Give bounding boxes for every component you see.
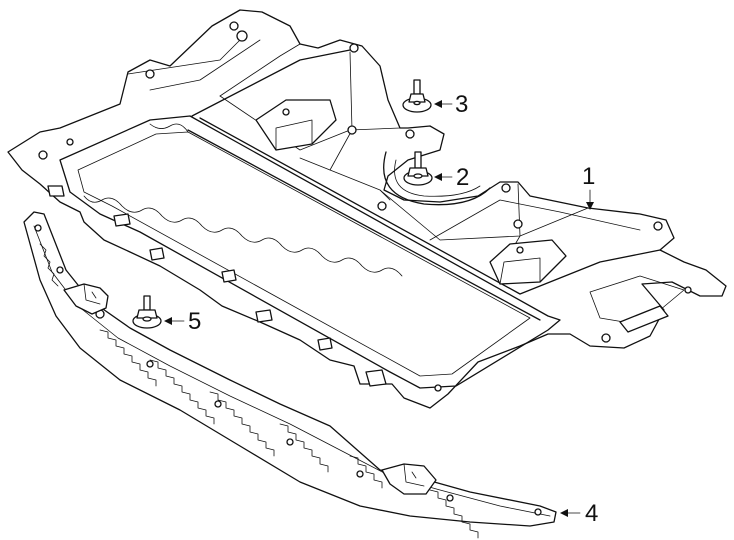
callout-arrowhead	[434, 100, 442, 108]
panel-inner-edge	[77, 131, 531, 377]
callout-arrowhead	[434, 173, 442, 181]
hole	[145, 69, 155, 79]
rib-cross-4	[379, 189, 589, 241]
hole	[501, 183, 511, 193]
deflector-holes	[34, 224, 542, 516]
retainer-hole	[413, 100, 421, 106]
callout-number: 5	[188, 308, 201, 335]
callout-arrowhead	[164, 317, 172, 325]
bolt-center	[142, 316, 152, 322]
tab	[221, 269, 237, 283]
hole	[56, 266, 64, 274]
tab	[317, 337, 333, 351]
callout-1: 1	[582, 163, 595, 210]
hole	[236, 30, 248, 42]
hole	[282, 108, 290, 116]
tab	[149, 247, 165, 261]
rib-long-3	[199, 117, 661, 295]
tab	[365, 369, 387, 387]
pad-lower-face	[499, 257, 541, 285]
rib-cross-2	[299, 51, 353, 171]
hole	[653, 221, 663, 231]
pad-upper-face	[275, 119, 313, 151]
hole	[356, 470, 364, 478]
hole	[214, 400, 222, 408]
rib-cross-6	[429, 199, 641, 241]
retainer-collar	[408, 93, 426, 103]
callout-4: 4	[560, 500, 598, 527]
hole	[146, 360, 154, 368]
hole	[534, 508, 542, 516]
hole	[349, 43, 359, 53]
panel-wave-edge	[83, 195, 403, 277]
bolt-recess-inner	[394, 159, 481, 197]
hole	[286, 438, 294, 446]
part-1-splash-shield	[7, 9, 727, 409]
callout-5: 5	[164, 308, 201, 335]
hole	[405, 129, 415, 139]
hole	[446, 494, 454, 502]
bolt-shank	[143, 295, 151, 311]
callout-number: 3	[455, 91, 468, 118]
bolt-recess-arc	[383, 151, 491, 206]
rib-long-1	[191, 49, 351, 117]
callout-number: 4	[585, 500, 598, 527]
bracket-left-detail	[83, 283, 101, 305]
bolt-hex-head	[136, 309, 158, 319]
rib-cross-7	[329, 169, 391, 201]
tab	[113, 213, 131, 227]
part-3-push-retainer	[402, 79, 432, 113]
deflector-right-bracket	[381, 463, 437, 495]
mounting-holes	[38, 21, 692, 392]
part-4-air-deflector	[23, 211, 557, 539]
callout-number: 1	[582, 163, 595, 190]
bolt-shank	[414, 151, 422, 169]
hole	[229, 21, 239, 31]
tab	[47, 185, 65, 197]
hole	[347, 125, 357, 135]
callout-number: 2	[456, 164, 469, 191]
rib-cross-3	[219, 43, 301, 97]
hole	[513, 219, 523, 229]
tab	[255, 309, 273, 323]
rib-side-1	[127, 39, 241, 75]
part-2-bolt	[403, 151, 433, 186]
deflector-outline	[23, 211, 557, 527]
edge-tabs	[47, 185, 387, 387]
hole	[601, 333, 611, 343]
deflector-zigzag	[39, 243, 479, 539]
right-clip	[619, 305, 669, 333]
hole	[377, 201, 387, 211]
shield-center-panel	[59, 115, 561, 389]
panel-wave-edge-upper	[149, 123, 189, 133]
hole	[66, 138, 74, 146]
retainer-pin-stem	[413, 79, 421, 95]
callout-3: 3	[434, 91, 468, 118]
rib-long-2	[187, 129, 541, 321]
bolt-center	[413, 173, 423, 179]
bracket-right-detail	[403, 463, 425, 487]
hole	[684, 286, 692, 294]
hole	[434, 384, 442, 392]
hole	[516, 246, 524, 254]
rib-side-2	[149, 39, 261, 91]
bolt-hex-head	[407, 167, 429, 177]
callout-arrowhead	[586, 202, 594, 210]
hole	[38, 150, 48, 160]
part-5-bolt	[132, 295, 162, 329]
hole	[34, 224, 42, 232]
callout-arrowhead	[560, 509, 568, 517]
callout-2: 2	[434, 164, 469, 191]
